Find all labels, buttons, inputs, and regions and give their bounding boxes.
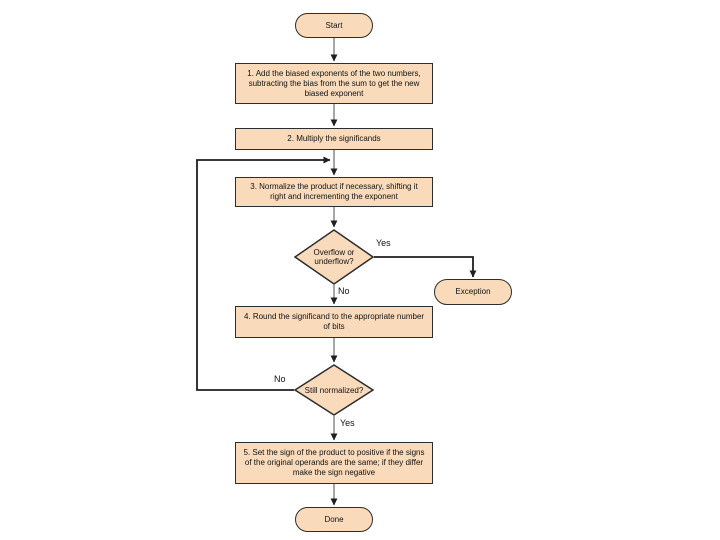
decision-normalized-label: Still normalized?: [304, 385, 364, 395]
step1-label: 1. Add the biased exponents of the two n…: [247, 68, 421, 98]
edge-label-normalized-yes: Yes: [340, 418, 355, 428]
done-terminator: Done: [295, 507, 373, 532]
diamond-shape: [294, 364, 374, 416]
process-step4: 4. Round the significand to the appropri…: [235, 306, 433, 338]
step2-label: 2. Multiply the significands: [287, 134, 381, 143]
step4-label: 4. Round the significand to the appropri…: [243, 312, 425, 331]
diamond-shape: [294, 229, 374, 285]
exception-label: Exception: [455, 287, 491, 296]
connector-decision2-no-loopback: [196, 156, 331, 391]
process-step3: 3. Normalize the product if necessary, s…: [235, 177, 433, 207]
connector-decision1-yes-to-exception: [374, 256, 477, 278]
edge-label-normalized-no: No: [274, 374, 286, 384]
start-label: Start: [325, 20, 343, 30]
step3-label: 3. Normalize the product if necessary, s…: [250, 182, 418, 201]
edge-label-overflow-no: No: [338, 286, 350, 296]
edge-label-overflow-yes: Yes: [376, 238, 391, 248]
step5-label: 5. Set the sign of the product to positi…: [243, 448, 425, 477]
process-step2: 2. Multiply the significands: [235, 128, 433, 150]
decision-overflow-underflow: Overflow or underflow?: [294, 229, 374, 285]
done-label: Done: [324, 514, 344, 524]
decision-overflow-label: Overflow or underflow?: [313, 248, 355, 266]
exception-terminator: Exception: [434, 279, 512, 305]
process-step1: 1. Add the biased exponents of the two n…: [235, 63, 433, 104]
start-terminator: Start: [295, 13, 373, 38]
decision-still-normalized: Still normalized?: [294, 364, 374, 416]
process-step5: 5. Set the sign of the product to positi…: [235, 442, 433, 484]
